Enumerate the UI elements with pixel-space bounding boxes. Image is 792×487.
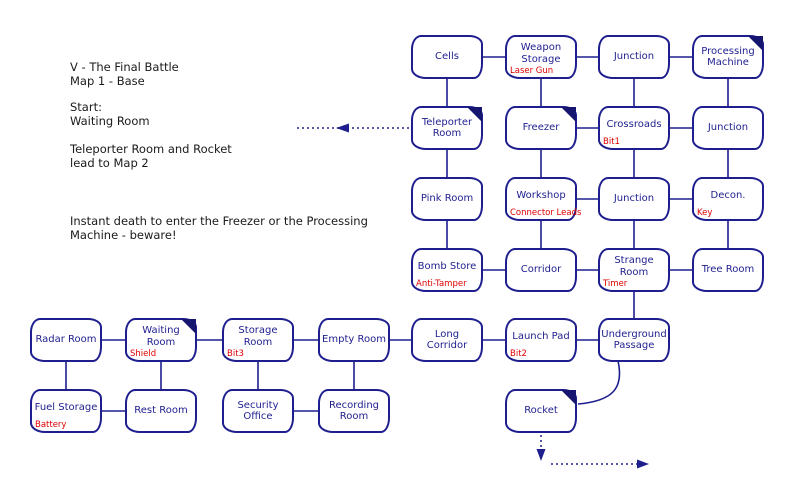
room-name: Launch Pad — [512, 330, 570, 342]
room-name: Crossroads — [606, 118, 662, 130]
room-item-label: Battery — [35, 420, 67, 430]
map2-exit-arrow-rocket — [536, 435, 649, 469]
room-name: Corridor — [520, 264, 562, 276]
room-name: Strange Room — [614, 255, 654, 278]
room-security-office: Security Office — [222, 389, 294, 433]
room-name: Teleporter Room — [421, 116, 473, 140]
exit-note: Teleporter Room and Rocket lead to Map 2 — [70, 142, 232, 170]
room-item-label: Bit1 — [603, 137, 620, 147]
room-name: Junction — [613, 193, 655, 205]
room-radar-room: Radar Room — [30, 318, 102, 362]
map-title: V - The Final Battle Map 1 - Base — [70, 60, 179, 88]
corner-marker-icon — [467, 107, 482, 122]
room-name: Fuel Storage — [34, 401, 98, 413]
room-junction-a: Junction — [598, 35, 670, 79]
room-name: Underground Passage — [601, 328, 667, 352]
room-name: Decon. — [710, 189, 746, 201]
room-cells: Cells — [411, 35, 483, 79]
arrowhead-down-icon — [536, 449, 546, 461]
room-freezer: Freezer — [505, 106, 577, 150]
arrowhead-left-icon — [336, 123, 349, 133]
room-item-label: Connector Leads — [510, 208, 582, 218]
room-tree-room: Tree Room — [692, 248, 764, 292]
room-name: Rocket — [524, 405, 558, 417]
room-item-label: Bit3 — [227, 349, 244, 359]
room-teleporter-room: Teleporter Room — [411, 106, 483, 150]
room-name: Junction — [613, 51, 655, 63]
room-name: Empty Room — [322, 334, 386, 346]
room-corridor: Corridor — [505, 248, 577, 292]
room-item-label: Laser Gun — [510, 66, 554, 76]
room-empty-room: Empty Room — [318, 318, 390, 362]
room-rocket: Rocket — [505, 389, 577, 433]
room-name: Cells — [435, 51, 459, 63]
room-item-label: Anti-Tamper — [416, 279, 467, 289]
corner-marker-icon — [748, 36, 763, 51]
room-name: Tree Room — [701, 264, 755, 276]
room-decon: Decon. Key — [692, 177, 764, 221]
room-name: Storage Room — [238, 325, 278, 348]
room-long-corridor: Long Corridor — [411, 318, 483, 362]
room-junction-c: Junction — [598, 177, 670, 221]
room-item-label: Key — [697, 208, 713, 218]
room-name: Rest Room — [134, 405, 188, 417]
room-item-label: Shield — [130, 349, 157, 359]
room-name: Radar Room — [35, 334, 97, 346]
room-junction-b: Junction — [692, 106, 764, 150]
room-recording-room: Recording Room — [318, 389, 390, 433]
room-name: Junction — [707, 122, 749, 134]
map2-exit-arrow-west — [297, 123, 409, 133]
room-item-label: Bit2 — [510, 349, 527, 359]
room-rest-room: Rest Room — [125, 389, 197, 433]
room-pink-room: Pink Room — [411, 177, 483, 221]
room-item-label: Timer — [603, 279, 628, 289]
arrowhead-right-icon — [637, 459, 649, 469]
room-name: Workshop — [516, 189, 566, 201]
room-processing-machine: Processing Machine — [692, 35, 764, 79]
room-name: Freezer — [522, 122, 560, 134]
underground-to-rocket-link — [577, 360, 621, 405]
room-name: Waiting Room — [142, 325, 180, 348]
corner-marker-icon — [181, 319, 196, 334]
room-name: Processing Machine — [701, 45, 755, 69]
room-underground-passage: Underground Passage — [598, 318, 670, 362]
room-name: Bomb Store — [417, 260, 477, 272]
room-name: Pink Room — [420, 193, 474, 205]
danger-note: Instant death to enter the Freezer or th… — [70, 214, 368, 242]
start-note: Start: Waiting Room — [70, 100, 150, 128]
room-name: Weapon Storage — [520, 42, 562, 65]
room-name: Recording Room — [328, 399, 379, 423]
room-name: Long Corridor — [426, 328, 468, 352]
room-name: Security Office — [237, 399, 279, 423]
corner-marker-icon — [561, 107, 576, 122]
corner-marker-icon — [561, 390, 576, 405]
